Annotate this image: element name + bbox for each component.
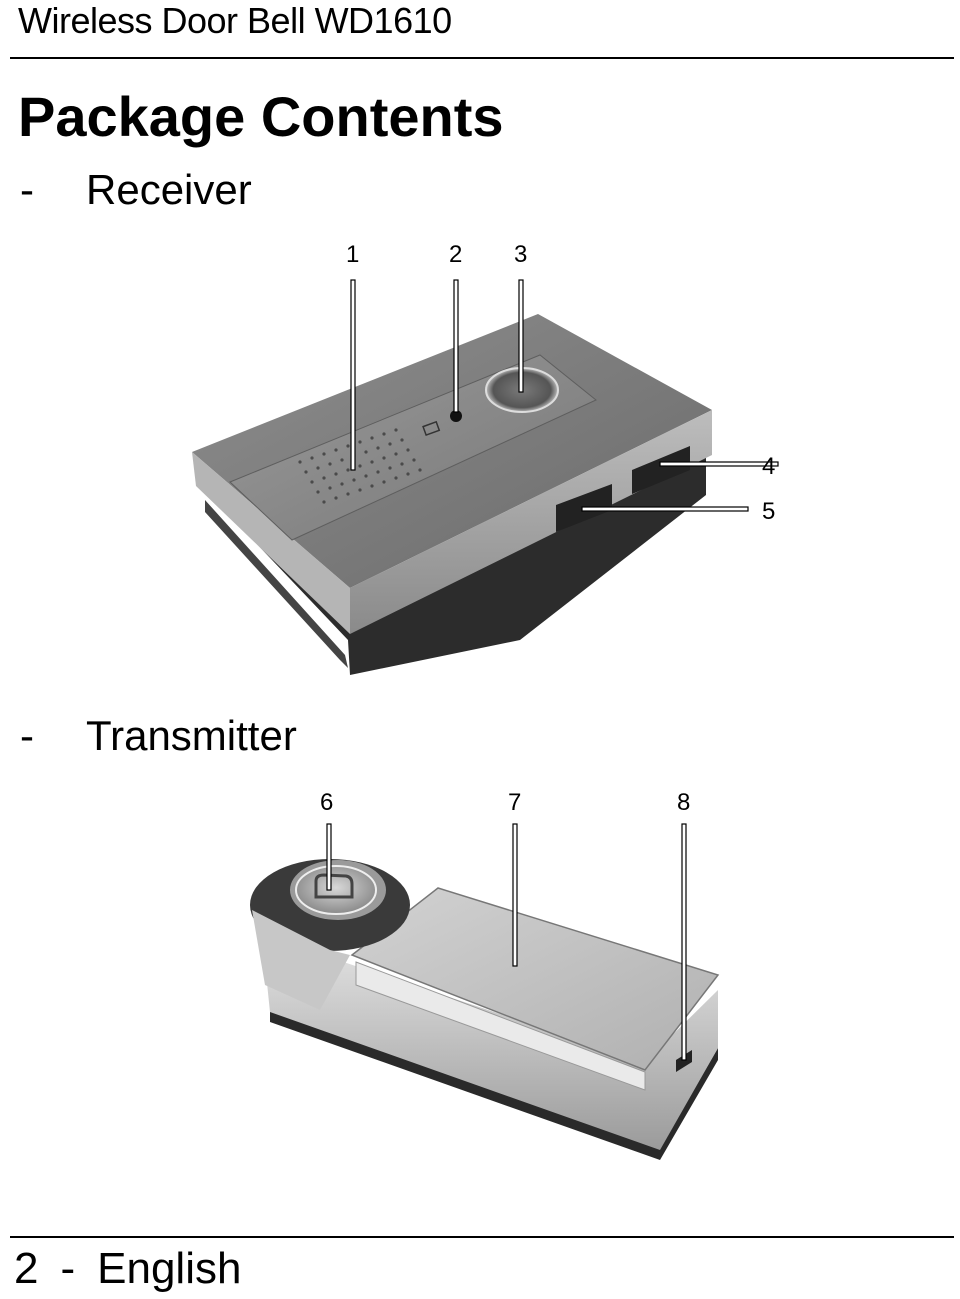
callout-5: 5	[762, 498, 775, 525]
header-divider	[10, 57, 954, 59]
callout-1: 1	[346, 241, 359, 268]
callout-7: 7	[508, 789, 521, 816]
footer-language: English	[97, 1244, 242, 1293]
switch-4	[632, 446, 690, 494]
led-indicator	[450, 410, 462, 422]
callout-3: 3	[514, 241, 527, 268]
footer-separator: -	[60, 1244, 76, 1293]
callout-6: 6	[320, 789, 333, 816]
list-item-receiver: - Receiver	[20, 166, 252, 214]
receiver-illustration: 1 2 3 4 5	[192, 241, 779, 675]
list-bullet: -	[20, 712, 34, 759]
callout-lines	[326, 823, 687, 1061]
list-bullet: -	[20, 166, 34, 213]
bell-icon	[314, 873, 354, 899]
item-label: Transmitter	[86, 712, 297, 759]
footer-divider	[10, 1236, 954, 1238]
document-title: Wireless Door Bell WD1610	[18, 0, 452, 41]
item-label: Receiver	[86, 166, 252, 213]
bell-push-button	[295, 865, 377, 915]
page-footer: 2-English	[14, 1244, 241, 1294]
section-heading: Package Contents	[18, 85, 504, 148]
id-switch	[676, 1050, 692, 1072]
callout-8: 8	[677, 789, 690, 816]
callout-lines	[350, 279, 779, 512]
speaker-grille	[298, 428, 422, 504]
callout-4: 4	[762, 453, 775, 480]
receiver-body-front	[350, 410, 712, 634]
page-number: 2	[14, 1244, 39, 1293]
list-item-transmitter: - Transmitter	[20, 712, 297, 760]
transmitter-illustration: 6 7 8	[250, 789, 720, 1160]
callout-2: 2	[449, 241, 462, 268]
